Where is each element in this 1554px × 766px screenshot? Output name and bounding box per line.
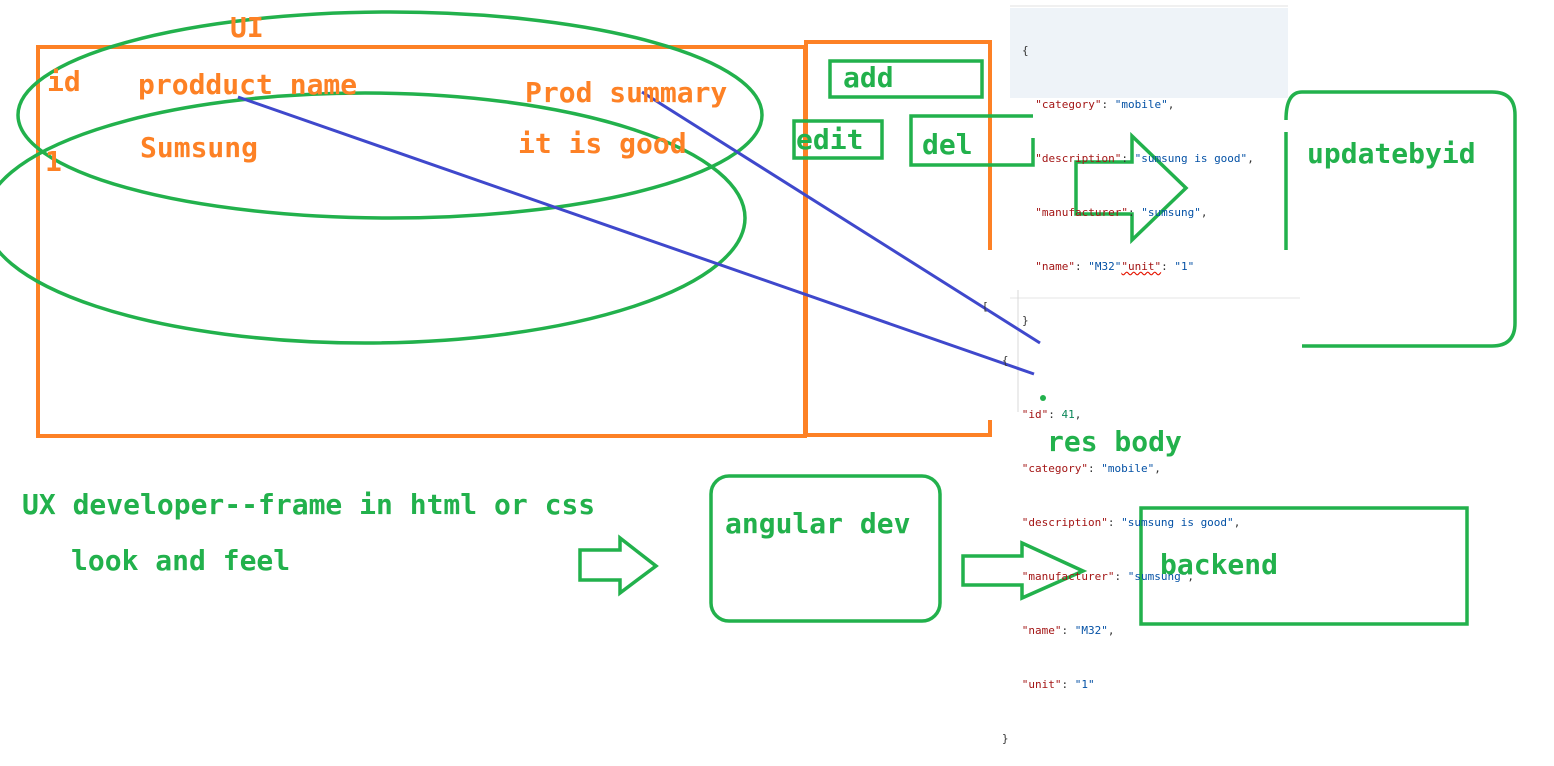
response-json-open-array: [ — [982, 300, 989, 313]
product-name-column-header: prodduct name — [138, 68, 358, 101]
json-key: "name" — [1035, 260, 1075, 273]
json-tail: , — [1167, 98, 1175, 111]
res-body-label: res body — [1047, 425, 1182, 458]
json-key: "manufacturer" — [1035, 206, 1128, 219]
description-link-line — [641, 90, 1041, 345]
row-product-name-cell: Sumsung — [140, 131, 259, 164]
request-json-line: "manufacturer": "sumsung", — [1035, 206, 1208, 219]
diagram-canvas — [0, 5, 1517, 626]
json-key: "category" — [1021, 462, 1088, 475]
response-json-line: "category": "mobile", — [1021, 462, 1161, 475]
request-json-line: "description": "sumsung is good", — [1035, 152, 1254, 165]
json-value: 41 — [1061, 408, 1075, 421]
json-tail: , — [1247, 152, 1254, 165]
json-value: "M32" — [1088, 260, 1122, 273]
backend-label: backend — [1160, 548, 1279, 581]
json-tail: , — [1187, 570, 1194, 583]
del-box — [909, 114, 1035, 167]
summary-column-header: Prod summary — [525, 76, 728, 109]
add-button-label: add — [843, 61, 894, 94]
id-column-header: id — [47, 65, 81, 98]
json-brace: { — [1001, 354, 1009, 367]
request-json-close: } — [1022, 314, 1029, 327]
look-and-feel-label: look and feel — [71, 544, 291, 577]
data-row-ellipse — [0, 91, 747, 345]
json-tail: , — [1154, 462, 1161, 475]
json-tail: , — [1200, 206, 1208, 219]
json-value: "1" — [1174, 260, 1195, 273]
response-json-line: "unit": "1" — [1021, 678, 1095, 691]
request-json-open: { — [1022, 44, 1029, 57]
json-value: "M32" — [1074, 624, 1108, 637]
json-key: "description" — [1035, 152, 1122, 165]
request-json-line: "name": "M32""unit": "1" — [1035, 260, 1195, 273]
response-json-close: } — [982, 730, 1240, 748]
json-key: "manufacturer" — [1021, 570, 1115, 583]
ui-label: UI — [230, 11, 264, 44]
json-brace: } — [1001, 732, 1009, 745]
edit-button-label: edit — [796, 123, 864, 156]
json-value: "sumsung is good" — [1121, 516, 1234, 529]
del-button-label: del — [922, 128, 973, 161]
json-value: "1" — [1074, 678, 1095, 691]
json-key: "name" — [1021, 624, 1062, 637]
json-key: "unit" — [1121, 260, 1162, 273]
ux-developer-label: UX developer--frame in html or css — [22, 488, 596, 521]
updatebyid-box — [1284, 90, 1517, 348]
json-value: "sumsung" — [1127, 570, 1188, 583]
response-json: [ { "id": 41, "category": "mobile", "des… — [982, 262, 1240, 766]
response-json-line: "id": 41, — [1021, 408, 1082, 421]
request-json-bg — [1010, 8, 1288, 98]
name-link-line — [237, 95, 1035, 376]
json-key: "id" — [1021, 408, 1049, 421]
arrow-to-updatebyid — [1074, 131, 1189, 245]
header-row-ellipse — [16, 10, 764, 220]
json-value: "sumsung is good" — [1134, 152, 1248, 165]
request-json-line: "category": "mobile", — [1035, 98, 1175, 111]
request-json: { "category": "mobile", "description": "… — [1022, 6, 1254, 348]
response-json-line: "description": "sumsung is good", — [1021, 516, 1241, 529]
json-key: "description" — [1021, 516, 1108, 529]
response-json-line: "name": "M32", — [1021, 624, 1115, 637]
unit-marker — [1040, 395, 1046, 401]
arrow-angular-to-backend — [961, 540, 1088, 601]
angular-dev-label: angular dev — [725, 507, 911, 540]
row-id-cell: 1 — [45, 145, 62, 178]
response-json-line: "manufacturer": "sumsung", — [1021, 570, 1194, 583]
angular-dev-box — [709, 474, 942, 623]
arrow-ux-to-angular — [578, 534, 659, 597]
ui-actions-frame — [804, 40, 992, 437]
add-box — [828, 59, 984, 99]
json-value: "mobile" — [1114, 98, 1168, 111]
json-key: "unit" — [1021, 678, 1062, 691]
response-json-bg — [982, 250, 1302, 420]
response-json-open: { — [982, 352, 1240, 370]
json-value: "mobile" — [1101, 462, 1155, 475]
json-key: "category" — [1035, 98, 1102, 111]
json-tail: , — [1107, 624, 1115, 637]
json-tail: , — [1233, 516, 1241, 529]
updatebyid-label: updatebyid — [1307, 137, 1476, 170]
edit-box — [792, 119, 884, 160]
row-summary-cell: it is good — [518, 127, 687, 160]
json-value: "sumsung" — [1141, 206, 1201, 219]
backend-box — [1139, 506, 1469, 626]
